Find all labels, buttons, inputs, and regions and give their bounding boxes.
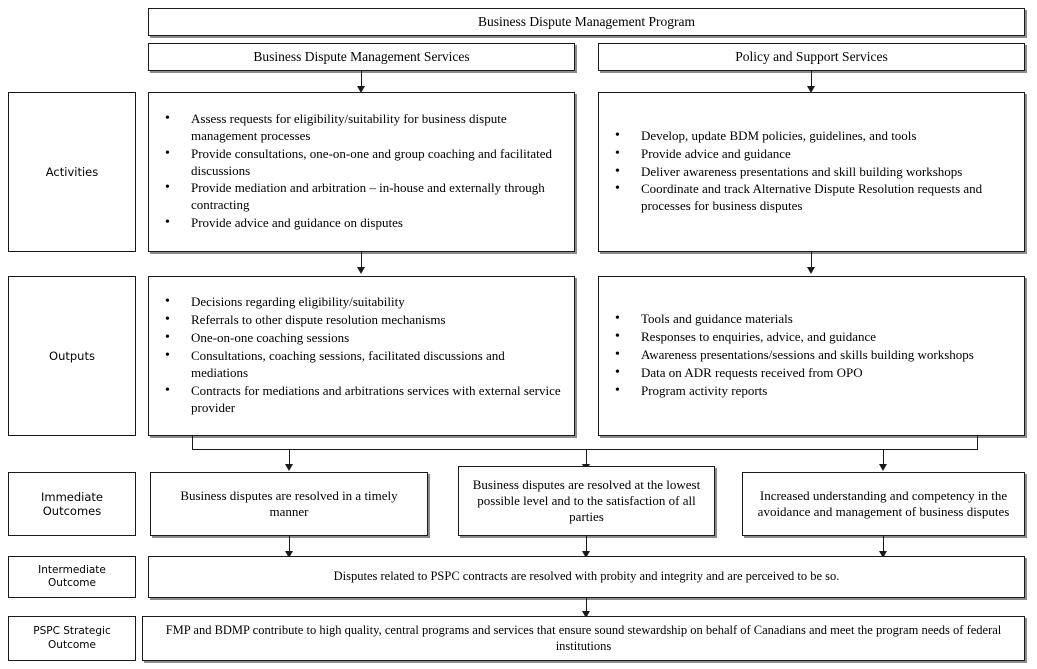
list-item: Provide advice and guidance <box>615 145 1014 163</box>
intermediate-outcome-text: Disputes related to PSPC contracts are r… <box>333 569 840 584</box>
arrowhead-left-stream-to-activities <box>357 86 365 93</box>
list-item: Develop, update BDM policies, guidelines… <box>615 127 1014 145</box>
arrowhead-left-activities-to-outputs <box>357 267 365 274</box>
connector-bus-to-outcome-3 <box>883 449 884 466</box>
intermediate-outcome-box: Disputes related to PSPC contracts are r… <box>148 556 1025 598</box>
immediate-outcome-box-3: Increased understanding and competency i… <box>742 472 1025 536</box>
connector-right-activities-to-outputs <box>811 252 812 269</box>
arrowhead-bus-to-outcome-3 <box>879 464 887 471</box>
list-item: Consultations, coaching sessions, facili… <box>165 347 564 382</box>
row-label-intermediate-outcome: Intermediate Outcome <box>8 556 136 598</box>
activities-box-left: Assess requests for eligibility/suitabil… <box>148 92 575 252</box>
connector-left-outputs-drop <box>192 436 193 450</box>
outputs-list-left: Decisions regarding eligibility/suitabil… <box>149 293 574 417</box>
stream-header-left-text: Business Dispute Management Services <box>253 48 470 64</box>
connector-outcomes-bus-bar <box>192 449 978 450</box>
arrowhead-outcome3-to-intermediate <box>879 551 887 558</box>
list-item: Awareness presentations/sessions and ski… <box>615 346 1014 364</box>
list-item: Provide advice and guidance on disputes <box>165 214 564 232</box>
list-item: Decisions regarding eligibility/suitabil… <box>165 293 564 311</box>
arrowhead-intermediate-to-strategic <box>582 611 590 618</box>
immediate-outcome-text-3: Increased understanding and competency i… <box>757 487 1010 519</box>
list-item: Referrals to other dispute resolution me… <box>165 311 564 329</box>
program-title-text: Business Dispute Management Program <box>477 13 696 29</box>
row-label-activities-text: Activities <box>45 164 99 179</box>
activities-list-left: Assess requests for eligibility/suitabil… <box>149 110 574 233</box>
connector-intermediate-to-strategic <box>586 598 587 613</box>
outputs-box-right: Tools and guidance materials Responses t… <box>598 276 1025 436</box>
activities-list-right: Develop, update BDM policies, guidelines… <box>599 127 1024 216</box>
list-item: Assess requests for eligibility/suitabil… <box>165 110 564 145</box>
row-label-activities: Activities <box>8 92 136 252</box>
list-item: Provide consultations, one-on-one and gr… <box>165 145 564 180</box>
row-label-immediate-outcomes-line1: Immediate <box>41 489 103 504</box>
arrowhead-right-stream-to-activities <box>807 86 815 93</box>
list-item: One-on-one coaching sessions <box>165 329 564 347</box>
activities-box-right: Develop, update BDM policies, guidelines… <box>598 92 1025 252</box>
list-item: Contracts for mediations and arbitration… <box>165 382 564 417</box>
immediate-outcome-text-2: Business disputes are resolved at the lo… <box>472 476 701 525</box>
connector-left-stream-to-activities <box>361 71 362 88</box>
stream-header-right-text: Policy and Support Services <box>735 48 888 64</box>
list-item: Data on ADR requests received from OPO <box>615 364 1014 382</box>
arrowhead-outcome2-to-intermediate <box>582 551 590 558</box>
connector-outcome1-to-intermediate <box>289 536 290 553</box>
list-item: Coordinate and track Alternative Dispute… <box>615 180 1014 215</box>
row-label-intermediate-outcome-line2: Outcome <box>48 577 96 589</box>
immediate-outcome-box-2: Business disputes are resolved at the lo… <box>458 466 715 536</box>
list-item: Provide mediation and arbitration – in-h… <box>165 179 564 214</box>
strategic-outcome-box: FMP and BDMP contribute to high quality,… <box>142 616 1025 661</box>
outputs-list-right: Tools and guidance materials Responses t… <box>599 310 1024 400</box>
list-item: Tools and guidance materials <box>615 310 1014 328</box>
row-label-strategic-outcome-line2: Outcome <box>48 638 96 651</box>
outputs-box-left: Decisions regarding eligibility/suitabil… <box>148 276 575 436</box>
arrowhead-bus-to-outcome-1 <box>285 464 293 471</box>
connector-right-stream-to-activities <box>811 71 812 88</box>
stream-header-business-dispute-management-services: Business Dispute Management Services <box>148 43 575 71</box>
strategic-outcome-text: FMP and BDMP contribute to high quality,… <box>165 622 1002 653</box>
connector-bus-to-outcome-2 <box>586 449 587 466</box>
row-label-immediate-outcomes-line2: Outcomes <box>42 504 102 518</box>
connector-outcome2-to-intermediate <box>586 536 587 553</box>
program-title-box: Business Dispute Management Program <box>148 8 1025 36</box>
row-label-outputs: Outputs <box>8 276 136 436</box>
row-label-intermediate-outcome-line1: Intermediate <box>38 563 106 576</box>
immediate-outcome-text-1: Business disputes are resolved in a time… <box>180 487 398 519</box>
connector-outcome3-to-intermediate <box>883 536 884 553</box>
list-item: Program activity reports <box>615 382 1014 400</box>
connector-bus-to-outcome-1 <box>289 449 290 466</box>
list-item: Deliver awareness presentations and skil… <box>615 163 1014 181</box>
immediate-outcome-box-1: Business disputes are resolved in a time… <box>150 472 428 536</box>
list-item: Responses to enquiries, advice, and guid… <box>615 328 1014 346</box>
arrowhead-right-activities-to-outputs <box>807 267 815 274</box>
connector-left-activities-to-outputs <box>361 252 362 269</box>
row-label-strategic-outcome-line1: PSPC Strategic <box>33 625 111 638</box>
row-label-immediate-outcomes: Immediate Outcomes <box>8 472 136 536</box>
row-label-strategic-outcome: PSPC Strategic Outcome <box>8 616 136 661</box>
connector-right-outputs-drop <box>977 436 978 450</box>
row-label-outputs-text: Outputs <box>49 348 95 363</box>
arrowhead-outcome1-to-intermediate <box>285 551 293 558</box>
stream-header-policy-and-support-services: Policy and Support Services <box>598 43 1025 71</box>
